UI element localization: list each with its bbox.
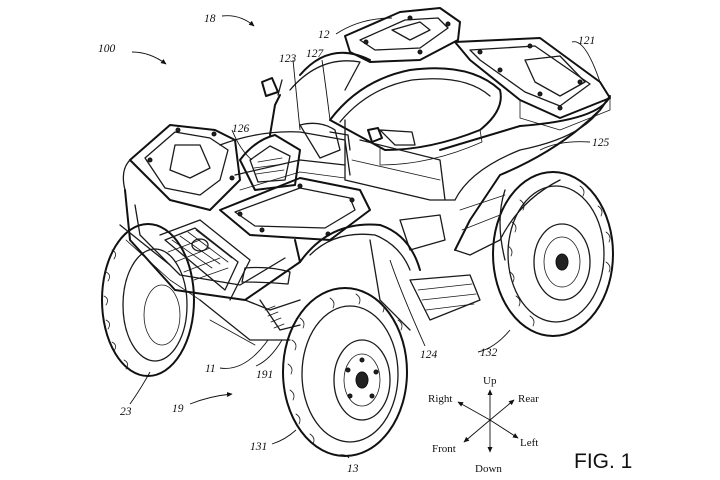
dir-right: Right [428, 393, 452, 405]
ref-132: 132 [480, 347, 498, 359]
dir-front: Front [432, 443, 456, 455]
dir-rear: Rear [518, 393, 539, 405]
rear-fender [439, 95, 611, 256]
ref-23: 23 [120, 406, 132, 418]
dir-down: Down [475, 463, 502, 475]
front-bumper-grille [119, 189, 301, 301]
ref-13: 13 [347, 463, 359, 475]
ref-12: 12 [318, 29, 330, 41]
leader-lines [129, 15, 601, 459]
ref-123: 123 [279, 53, 297, 65]
front-hood [122, 131, 351, 191]
rear-wheel [492, 171, 614, 337]
footwell [369, 214, 481, 331]
seat [329, 67, 502, 166]
ref-126: 126 [232, 123, 250, 135]
ref-191: 191 [256, 369, 273, 381]
front-right-wheel [282, 287, 408, 457]
rear-cargo-rack [454, 37, 611, 131]
ref-125: 125 [592, 137, 610, 149]
ref-124: 124 [420, 349, 438, 361]
ref-18: 18 [204, 13, 216, 25]
front-fender [299, 223, 421, 271]
ref-11: 11 [205, 363, 216, 375]
dir-left: Left [520, 437, 538, 449]
mid-cargo-rack [344, 7, 461, 63]
ref-121: 121 [578, 35, 595, 47]
handlebar-console [239, 77, 383, 191]
ref-127: 127 [306, 48, 325, 60]
reference-numerals: 100 18 12 121 123 127 126 125 124 132 11… [98, 13, 610, 475]
ref-19: 19 [172, 403, 184, 415]
atv-drawing [101, 7, 614, 457]
suspension [199, 299, 301, 346]
dir-up: Up [483, 375, 497, 387]
body-shell [289, 51, 456, 201]
direction-indicator: Up Down Right Rear Front Left [428, 375, 539, 475]
figure-label: FIG. 1 [574, 450, 632, 473]
ref-100: 100 [98, 43, 116, 55]
front-cargo-rack [129, 124, 371, 241]
ref-131: 131 [250, 441, 267, 453]
